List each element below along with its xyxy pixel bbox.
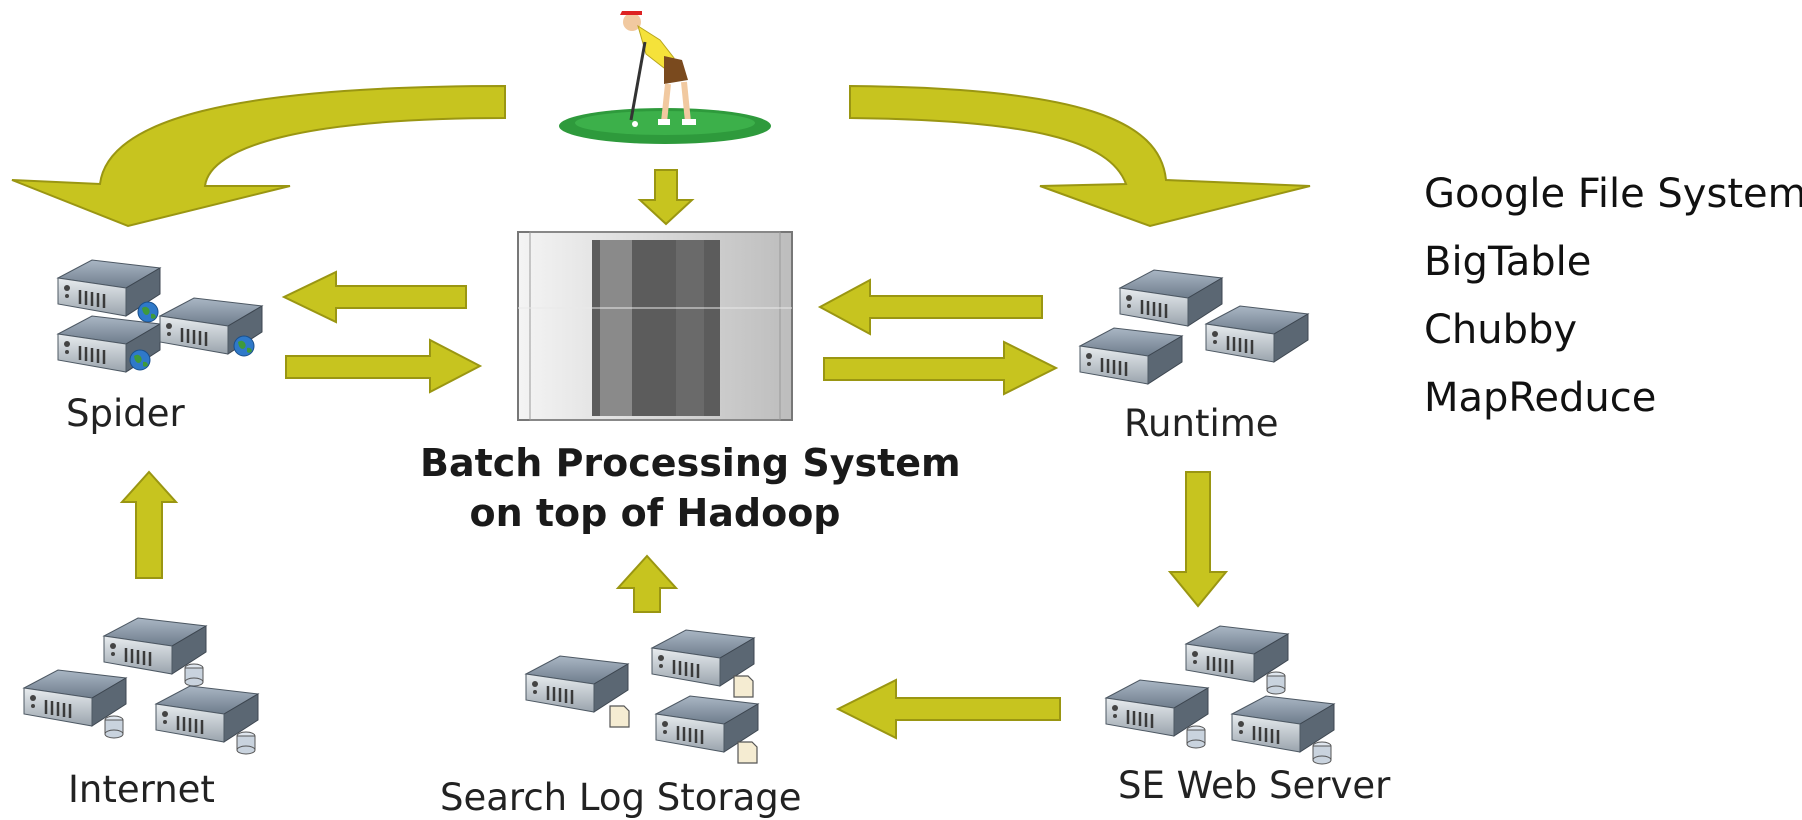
- arrow-runtime-to-webserver: [1167, 471, 1229, 608]
- arrow-runtime-to-batch: [817, 278, 1043, 336]
- arrow-batch-to-spider: [281, 270, 467, 324]
- server-cluster-icon: [1078, 268, 1310, 386]
- server-cluster-icon: [56, 258, 264, 374]
- golfer-icon: [559, 11, 771, 144]
- arrow-spider-to-batch: [285, 338, 483, 394]
- curved-arrow-left: [11, 84, 506, 228]
- spider-label: Spider: [66, 392, 185, 435]
- tech-item: Google File System: [1424, 171, 1802, 217]
- batch-label-line2: on top of Hadoop: [469, 491, 841, 535]
- web-server-label: SE Web Server: [1118, 764, 1391, 807]
- arrow-internet-to-spider: [119, 470, 179, 579]
- search-log-label: Search Log Storage: [440, 776, 802, 819]
- server-cluster-icon: [1104, 624, 1336, 765]
- arrow-log-to-batch: [615, 554, 679, 613]
- server-cluster-icon: [524, 628, 760, 764]
- curved-arrow-right: [849, 84, 1311, 228]
- tech-item: MapReduce: [1424, 375, 1657, 421]
- batch-label-line1: Batch Processing System: [420, 441, 961, 485]
- batch-processing-label: Batch Processing System on top of Hadoop: [420, 438, 961, 538]
- technology-list: Google File System BigTable Chubby MapRe…: [1424, 160, 1802, 432]
- tech-item: Chubby: [1424, 307, 1578, 353]
- runtime-label: Runtime: [1124, 402, 1279, 445]
- arrow-batch-to-runtime: [823, 340, 1059, 396]
- arrow-webserver-to-log: [835, 678, 1061, 740]
- arrow-golfer-to-batch: [637, 169, 695, 226]
- server-cluster-icon: [22, 616, 260, 755]
- tech-item: BigTable: [1424, 239, 1592, 285]
- internet-label: Internet: [68, 768, 215, 811]
- rack-server-icon: [517, 231, 793, 421]
